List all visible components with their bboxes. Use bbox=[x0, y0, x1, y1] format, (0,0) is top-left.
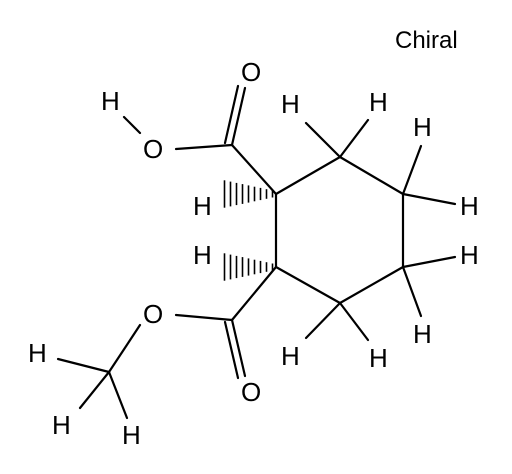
atom-o-carbonyl-bottom: O bbox=[241, 377, 261, 407]
atom-h-c4b: H bbox=[460, 191, 479, 221]
atom-h-methyl-a: H bbox=[28, 338, 47, 368]
carboxylic-acid-group bbox=[122, 84, 278, 196]
atom-h-c5a: H bbox=[460, 240, 479, 270]
atom-h-c3b: H bbox=[369, 87, 388, 117]
atom-o-hydroxyl: O bbox=[143, 134, 163, 164]
bond-c1-carboxyl bbox=[230, 143, 278, 196]
bond-c4-h bbox=[401, 192, 457, 206]
bond-c6-h bbox=[304, 301, 342, 340]
double-bond-co-b bbox=[223, 320, 240, 380]
atom-h-c1: H bbox=[193, 191, 212, 221]
atom-o-ester: O bbox=[143, 299, 163, 329]
atom-h-methyl-c: H bbox=[122, 420, 141, 450]
atom-h-c3a: H bbox=[281, 89, 300, 119]
bond-c5-h bbox=[401, 265, 423, 318]
double-bond-co-a bbox=[230, 86, 247, 147]
chiral-flag: Chiral bbox=[395, 27, 458, 54]
bond-c-o-ester bbox=[174, 313, 234, 322]
atom-labels: O O H H H H H H H H H H H O O H H H bbox=[28, 57, 479, 450]
atom-h-methyl-b: H bbox=[52, 410, 71, 440]
cyclohexane-ring bbox=[274, 155, 405, 305]
atom-h-c6a: H bbox=[281, 341, 300, 371]
bond-c-h bbox=[107, 370, 129, 420]
bond-c6-c2 bbox=[274, 265, 342, 305]
bond-c2-ester bbox=[230, 265, 278, 322]
bond-c1-c3 bbox=[274, 155, 342, 196]
atom-h-c6b: H bbox=[369, 343, 388, 373]
double-bond-co-a bbox=[230, 318, 247, 378]
bond-c3-h bbox=[304, 121, 342, 159]
atom-h-hydroxyl: H bbox=[101, 86, 120, 116]
bond-c-oh bbox=[174, 143, 234, 151]
double-bond-co-b bbox=[223, 84, 240, 145]
bond-c6-h bbox=[338, 301, 370, 342]
hashed-wedge-c1-h bbox=[223, 180, 274, 208]
bond-c-h bbox=[78, 370, 111, 410]
hashed-wedge-c2-h bbox=[223, 253, 274, 281]
bond-c-h bbox=[56, 357, 111, 374]
bond-c3-h bbox=[338, 118, 370, 159]
bond-o-ch3 bbox=[107, 323, 142, 374]
bond-c3-c4 bbox=[338, 155, 405, 196]
bond-c4-h bbox=[401, 144, 423, 196]
atom-h-c2: H bbox=[193, 240, 212, 270]
atom-o-carbonyl-top: O bbox=[241, 57, 261, 87]
atom-h-c5b: H bbox=[413, 319, 432, 349]
ring-hydrogen-bonds bbox=[304, 118, 457, 342]
bond-c5-c6 bbox=[338, 265, 405, 305]
atom-h-c4a: H bbox=[413, 112, 432, 142]
methyl-ester-group bbox=[56, 265, 278, 420]
bond-o-h bbox=[122, 115, 142, 135]
bond-c5-h bbox=[401, 255, 457, 269]
